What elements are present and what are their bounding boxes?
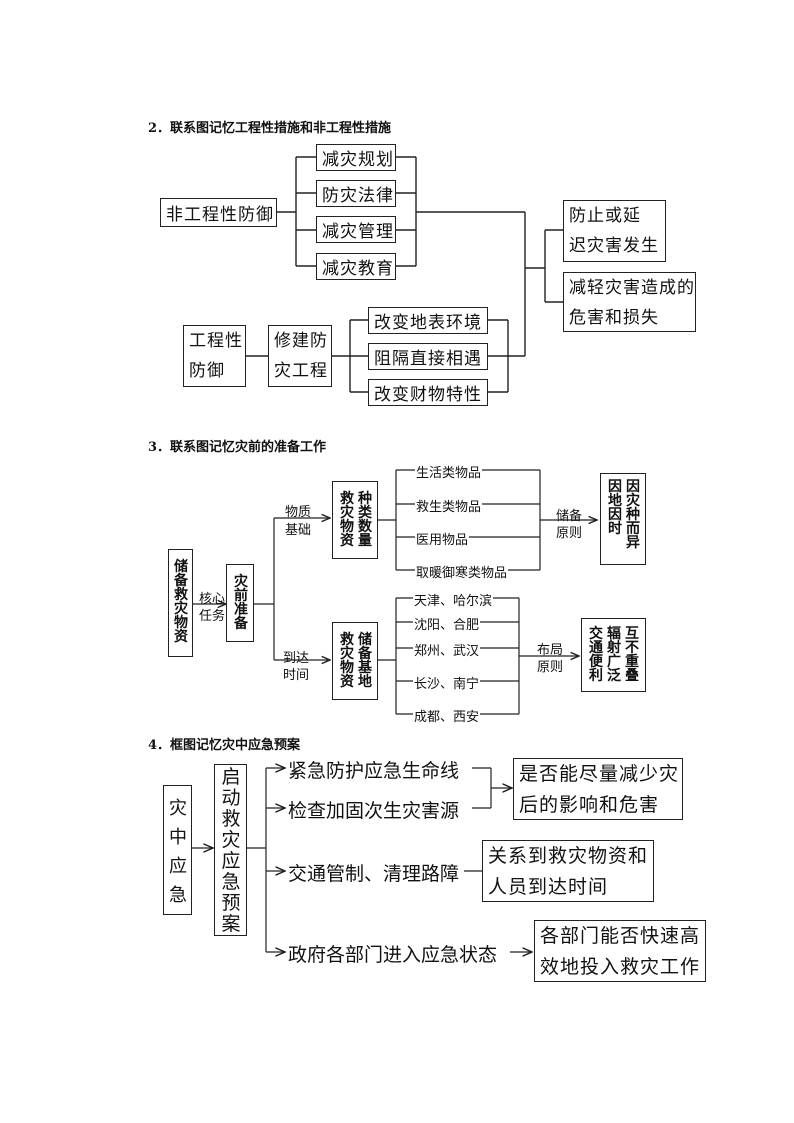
non-engineering-box: 非工程性防御 — [160, 198, 277, 227]
effect2-line1: 关系到救灾物资和 — [488, 845, 649, 867]
engineering-item: 阻隔直接相遇 — [368, 343, 488, 370]
action-item: 政府各部门进入应急状态 — [288, 940, 498, 967]
city-item: 天津、哈尔滨 — [413, 590, 494, 609]
effect3-line2: 效地投入救灾工作 — [540, 956, 701, 978]
goods-item: 生活类物品 — [415, 462, 483, 481]
city-item: 沈阳、合肥 — [413, 614, 481, 633]
prep-text: 灾前准备 — [234, 574, 248, 632]
layout-principle-label-1: 布局 — [537, 643, 564, 658]
layout-principle-box: 交通便利 辐射广泛 互不重叠 — [581, 618, 646, 692]
build-line2: 灾工程 — [274, 361, 328, 381]
goods-item: 救生类物品 — [415, 496, 483, 515]
result2-line2: 危害和损失 — [569, 308, 659, 328]
reserve-col-1: 因地因时 — [608, 479, 622, 537]
effect-reduce-box: 是否能尽量减少灾 后的影响和危害 — [513, 758, 683, 820]
goods-item: 医用物品 — [415, 529, 470, 548]
base-col-2: 储备基地 — [358, 632, 372, 690]
effect1-line1: 是否能尽量减少灾 — [519, 763, 680, 785]
result1-line1: 防止或延 — [569, 206, 641, 226]
effect-efficiency-box: 各部门能否快速高 效地投入救灾工作 — [534, 920, 706, 982]
city-item: 长沙、南宁 — [413, 673, 481, 692]
result-prevent-box: 防止或延 迟灾害发生 — [563, 200, 666, 262]
pre-disaster-prep-box: 灾前准备 — [226, 564, 254, 642]
layout-principle-label-2: 原则 — [537, 660, 564, 675]
disaster-emergency-box: 灾中应急 — [163, 785, 192, 915]
layout-col-2: 辐射广泛 — [607, 626, 621, 684]
reserve-col-2: 因灾种而异 — [626, 479, 640, 551]
layout-col-3: 互不重叠 — [625, 626, 639, 684]
store-supplies-box: 储备救灾物资 — [168, 549, 193, 657]
non-engineering-item: 防灾法律 — [316, 180, 396, 207]
store-supplies-text: 储备救灾物资 — [174, 559, 188, 645]
reserve-principle-label-2: 原则 — [556, 526, 583, 541]
section3-title: 3．联系图记忆灾前的准备工作 — [148, 440, 327, 455]
arrive-label-1: 到达 — [283, 651, 310, 666]
engineering-item: 改变地表环境 — [368, 307, 488, 334]
effect2-line2: 人员到达时间 — [488, 876, 609, 898]
non-engineering-item: 减灾管理 — [316, 216, 396, 243]
engineering-box: 工程性 防御 — [183, 325, 246, 387]
city-item: 郑州、武汉 — [413, 640, 481, 659]
emergency-text: 灾中应急 — [169, 798, 187, 906]
non-engineering-item: 减灾教育 — [316, 253, 396, 280]
action-item: 交通管制、清理路障 — [288, 859, 460, 886]
material-label-1: 物质 — [285, 505, 312, 520]
result-reduce-box: 减轻灾害造成的 危害和损失 — [563, 272, 696, 332]
supply-col-1: 救灾物资 — [340, 491, 354, 549]
goods-item: 取暖御寒类物品 — [415, 562, 509, 581]
supply-types-box: 救灾物资 种类数量 — [332, 481, 378, 559]
reserve-base-box: 救灾物资 储备基地 — [332, 622, 378, 700]
launch-plan-box: 启动救灾应急预案 — [214, 764, 247, 936]
base-col-1: 救灾物资 — [340, 632, 354, 690]
action-item: 检查加固次生灾害源 — [288, 796, 460, 823]
build-line1: 修建防 — [274, 331, 328, 351]
layout-col-1: 交通便利 — [589, 626, 603, 684]
result2-line1: 减轻灾害造成的 — [569, 278, 695, 298]
engineering-item: 改变财物特性 — [368, 379, 488, 406]
city-item: 成都、西安 — [413, 706, 481, 725]
build-project-box: 修建防 灾工程 — [268, 325, 332, 387]
section4-title: 4．框图记忆灾中应急预案 — [148, 738, 301, 753]
non-engineering-item: 减灾规划 — [316, 144, 396, 171]
plan-text: 启动救灾应急预案 — [221, 766, 241, 935]
core-task-label-1: 核心 — [199, 592, 226, 607]
section2-title: 2．联系图记忆工程性措施和非工程性措施 — [148, 121, 392, 136]
result1-line2: 迟灾害发生 — [569, 236, 659, 256]
material-label-2: 基础 — [285, 523, 312, 538]
arrive-label-2: 时间 — [283, 668, 310, 683]
action-item: 紧急防护应急生命线 — [288, 756, 460, 783]
reserve-principle-label-1: 储备 — [556, 509, 583, 524]
engineering-line2: 防御 — [189, 361, 225, 381]
supply-col-2: 种类数量 — [358, 491, 372, 549]
effect1-line2: 后的影响和危害 — [519, 794, 660, 816]
core-task-label-2: 任务 — [199, 609, 226, 624]
effect-arrival-box: 关系到救灾物资和 人员到达时间 — [482, 840, 654, 902]
engineering-line1: 工程性 — [189, 331, 243, 351]
reserve-principle-box: 因地因时 因灾种而异 — [600, 473, 646, 565]
effect3-line1: 各部门能否快速高 — [540, 925, 701, 947]
